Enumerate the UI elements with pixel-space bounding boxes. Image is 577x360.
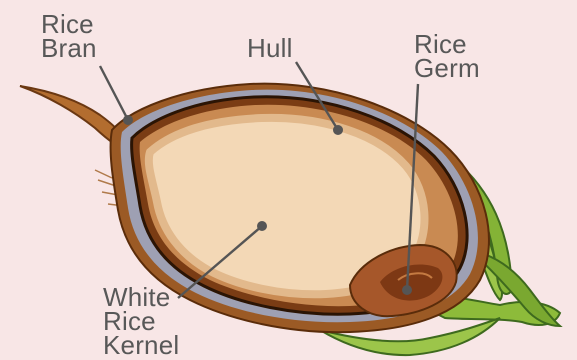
rice-germ-dot (402, 285, 412, 295)
hull-dot (333, 125, 343, 135)
rice-bran-label: Rice Bran (41, 12, 97, 60)
rice-bran-dot (123, 115, 133, 125)
white-rice-kernel-dot (257, 221, 267, 231)
rice-germ-label: Rice Germ (414, 32, 480, 80)
white-rice-kernel-label: White Rice Kernel (103, 285, 179, 357)
rice-bran-leader (100, 66, 128, 120)
hull-label: Hull (247, 36, 293, 60)
